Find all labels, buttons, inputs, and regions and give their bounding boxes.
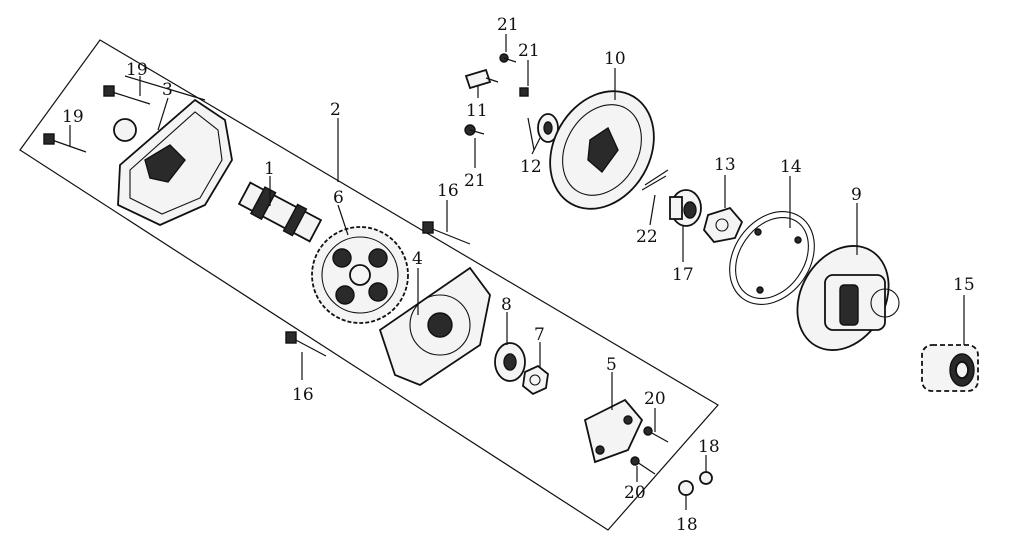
label-part-2: 2 — [330, 100, 341, 120]
starter-shaft — [237, 181, 323, 243]
bushing-17 — [669, 189, 702, 227]
bolt-19-lower — [43, 133, 87, 153]
label-part-22: 22 — [636, 227, 658, 247]
washer-18-lower — [678, 480, 694, 496]
label-part-1: 1 — [264, 159, 275, 179]
plate-5 — [583, 398, 644, 464]
bolt-16-lower — [285, 331, 327, 357]
label-part-16a: 16 — [437, 181, 459, 201]
label-part-16b: 16 — [292, 385, 314, 405]
leader-lines — [69, 34, 965, 510]
label-part-18a: 18 — [698, 437, 720, 457]
label-part-13: 13 — [714, 155, 736, 175]
bearing-8 — [494, 342, 526, 382]
gear-15 — [921, 344, 979, 392]
label-part-20b: 20 — [624, 483, 646, 503]
label-part-10: 10 — [604, 49, 626, 69]
label-part-9: 9 — [851, 185, 862, 205]
bolt-19-upper — [103, 85, 151, 105]
label-part-19b: 19 — [62, 107, 84, 127]
pin-11 — [464, 68, 499, 90]
label-part-11: 11 — [466, 101, 488, 121]
label-part-21c: 21 — [464, 171, 486, 191]
label-part-3: 3 — [162, 80, 173, 100]
label-part-12: 12 — [520, 157, 542, 177]
screw-20-upper — [643, 426, 669, 443]
label-part-14: 14 — [780, 157, 802, 177]
label-part-20a: 20 — [644, 389, 666, 409]
hub-9 — [796, 245, 900, 351]
bracket-12 — [527, 113, 559, 151]
label-part-19a: 19 — [126, 60, 148, 80]
washer-13 — [703, 206, 744, 243]
assembly-outline — [19, 39, 719, 531]
screw-21-a — [499, 53, 517, 63]
screw-21-b — [519, 87, 529, 97]
starter-cover — [113, 98, 233, 226]
label-part-17: 17 — [672, 265, 694, 285]
label-part-7: 7 — [534, 325, 545, 345]
label-part-15: 15 — [953, 275, 975, 295]
part-labels: 19 3 19 2 1 6 16 4 16 8 7 5 20 20 18 18 … — [62, 15, 975, 535]
label-part-4: 4 — [412, 249, 423, 269]
spring-clip-22 — [641, 169, 669, 191]
screw-21-c — [464, 124, 485, 136]
ring-gear-10 — [549, 90, 655, 210]
bolt-16-upper — [422, 221, 471, 245]
gear-case — [378, 266, 491, 387]
driven-sprocket — [311, 226, 409, 324]
nut-7 — [522, 364, 549, 396]
label-part-8: 8 — [501, 295, 512, 315]
washer-18-upper — [699, 471, 713, 485]
label-part-18b: 18 — [676, 515, 698, 535]
label-part-21b: 21 — [518, 41, 540, 61]
screw-20-lower — [630, 456, 656, 475]
label-part-6: 6 — [333, 188, 344, 208]
label-part-5: 5 — [606, 355, 617, 375]
gasket-14 — [729, 211, 815, 305]
label-part-21a: 21 — [497, 15, 519, 35]
